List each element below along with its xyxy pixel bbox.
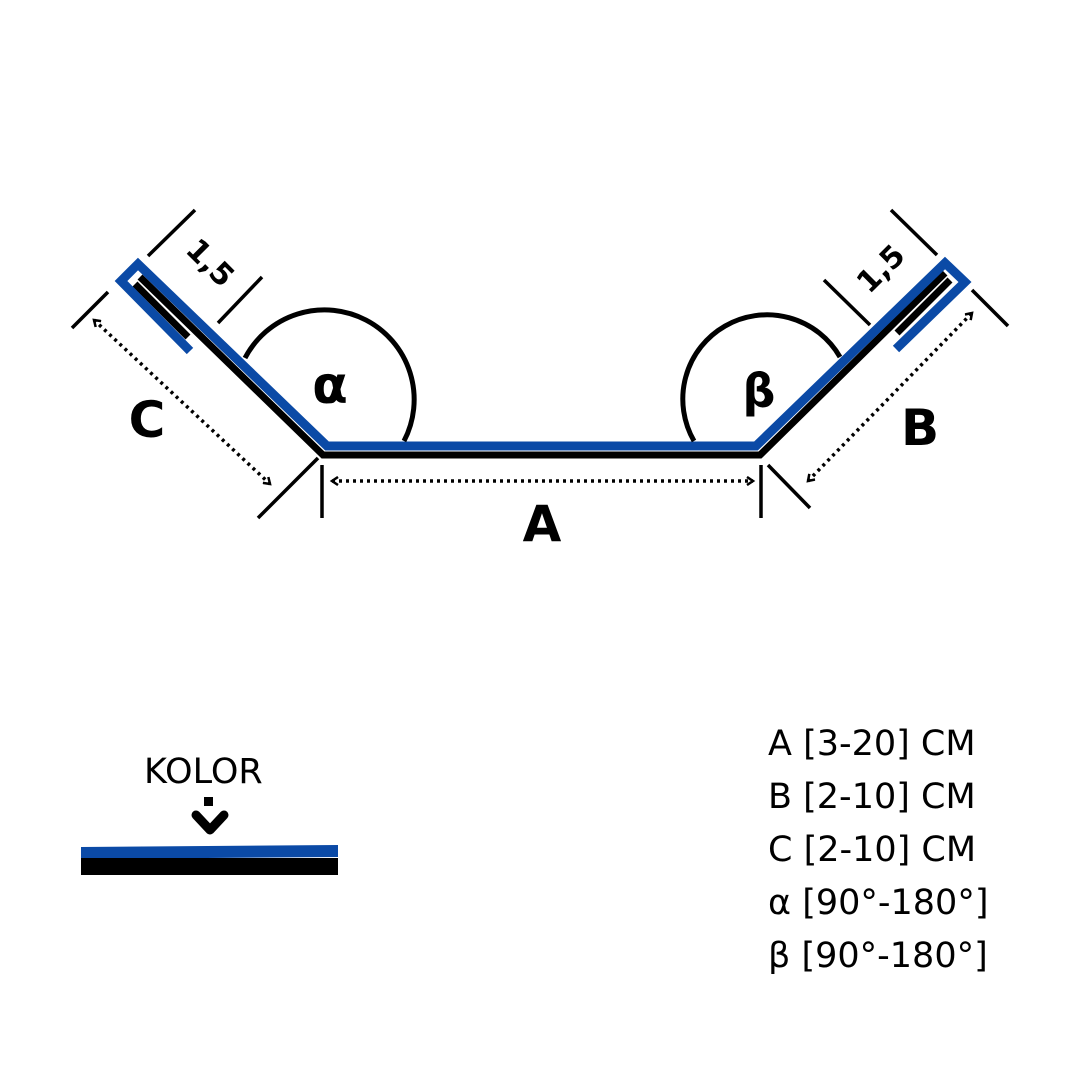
dimension-arrow-b bbox=[808, 313, 972, 481]
profile-underside bbox=[132, 270, 953, 459]
alpha-arc bbox=[242, 307, 417, 443]
material-base-layer bbox=[81, 858, 338, 875]
spec-a: A [3-20] CM bbox=[768, 724, 976, 764]
spec-alpha: α [90°-180°] bbox=[768, 883, 989, 923]
arrow-stem-icon bbox=[204, 797, 213, 806]
hem-length-left: 1,5 bbox=[179, 232, 241, 294]
label-beta: β bbox=[743, 364, 776, 418]
spec-b: B [2-10] CM bbox=[768, 777, 976, 817]
label-a: A bbox=[523, 495, 562, 553]
dimension-specs: A [3-20] CM B [2-10] CM C [2-10] CM α [9… bbox=[768, 718, 988, 983]
hem-length-right: 1,5 bbox=[850, 238, 912, 300]
label-b: B bbox=[901, 399, 939, 457]
label-alpha: α bbox=[312, 356, 348, 416]
dimension-arrow-c bbox=[94, 320, 270, 484]
label-c: C bbox=[129, 391, 166, 449]
material-color-layer bbox=[81, 845, 338, 859]
kolor-label: KOLOR bbox=[144, 752, 263, 792]
arrow-down-icon bbox=[191, 810, 229, 835]
spec-beta: β [90°-180°] bbox=[768, 936, 988, 976]
profile-color-side bbox=[114, 256, 972, 451]
spec-c: C [2-10] CM bbox=[768, 830, 977, 870]
